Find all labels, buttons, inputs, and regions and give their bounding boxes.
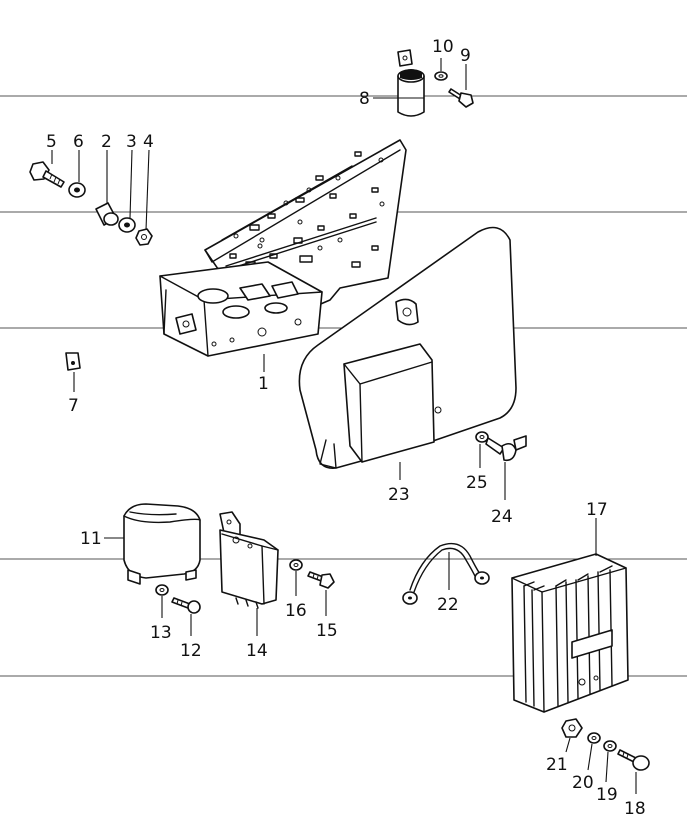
callout-19: 19 [596,785,618,805]
callout-15: 15 [316,621,338,641]
part-13-washer [155,584,169,596]
callout-10: 10 [432,37,454,57]
part-9-screw [448,88,474,108]
part-19-washer [603,740,617,752]
callout-7: 7 [68,396,79,416]
callout-21: 21 [546,755,568,775]
callout-25: 25 [466,473,488,493]
callout-12: 12 [180,641,202,661]
part-8-relay-can [397,49,425,117]
callout-14: 14 [246,641,268,661]
part-12-screw [171,597,201,614]
part-5-bolt [29,161,65,188]
callout-4: 4 [143,132,154,152]
part-16-washer [289,559,303,571]
part-22-ground-strap [402,542,490,605]
callout-16: 16 [285,601,307,621]
part-4-nut [135,228,153,246]
callout-23: 23 [388,485,410,505]
leader-lines [51,58,637,794]
callout-13: 13 [150,623,172,643]
callout-22: 22 [437,595,459,615]
callout-24: 24 [491,507,513,527]
part-18-screw [617,749,650,771]
part-17-rectifier [511,553,629,713]
part-24-wing-screw [485,435,527,462]
callout-3: 3 [126,132,137,152]
callout-9: 9 [460,46,471,66]
part-3-washer [118,217,136,233]
callout-6: 6 [73,132,84,152]
callout-17: 17 [586,500,608,520]
callout-2: 2 [101,132,112,152]
part-1-mounting-bracket [159,139,407,357]
callout-5: 5 [46,132,57,152]
callout-20: 20 [572,773,594,793]
part-15-screw [307,571,335,589]
part-2-spacer [95,202,119,226]
part-7-clip [65,352,81,371]
part-11-regulator [123,503,201,585]
callout-numbers: 1 2 3 4 5 6 7 8 9 10 11 12 13 14 15 16 1… [46,37,646,819]
part-6-bushing [68,182,86,198]
part-25-washer [475,431,489,443]
part-21-nut [561,718,583,738]
callout-11: 11 [80,529,102,549]
part-20-washer [587,732,601,744]
part-23-cover [298,226,517,469]
callout-8: 8 [359,89,370,109]
callout-18: 18 [624,799,646,819]
part-10-washer [434,71,448,81]
part-14-relay [219,511,279,609]
callout-1: 1 [258,374,269,394]
